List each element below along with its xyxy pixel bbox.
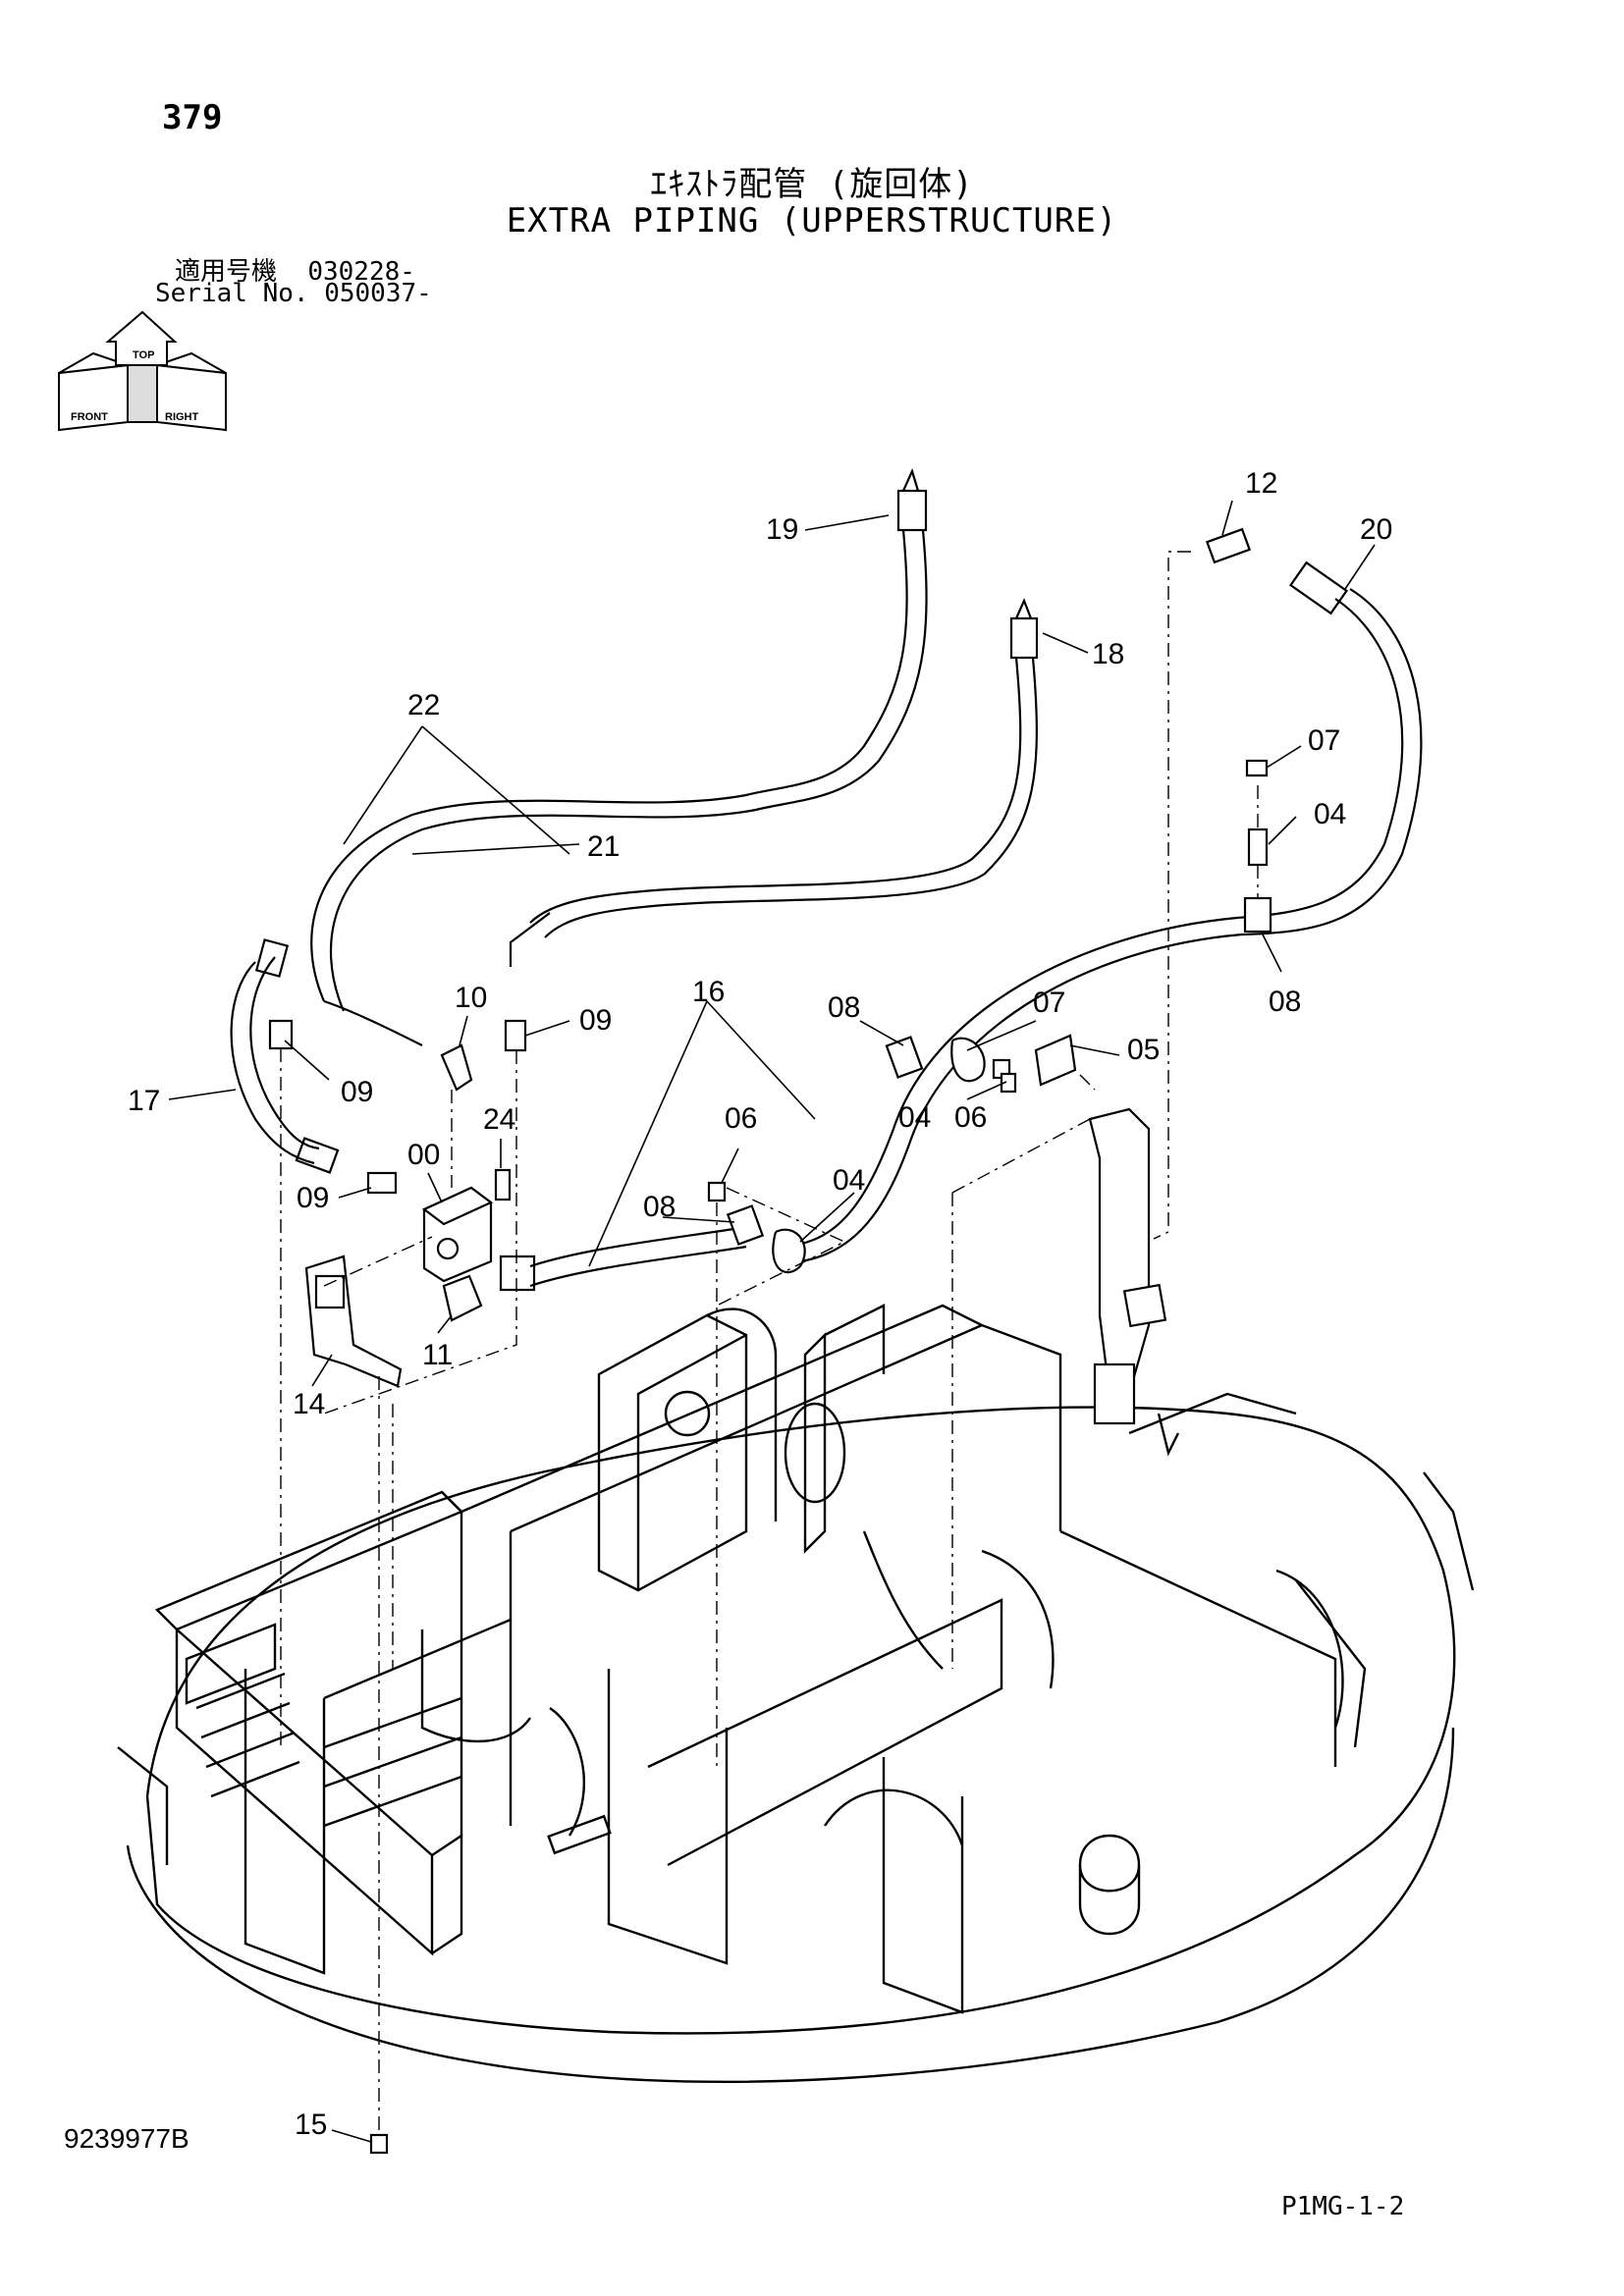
drawing-number: 9239977B <box>64 2123 189 2154</box>
upperstructure-frame <box>117 1304 1475 2084</box>
callout-06-mid: 06 <box>725 1102 758 1135</box>
serial-en-line: Serial No. 050037- <box>155 279 432 308</box>
callout-04-upper: 04 <box>1314 798 1347 830</box>
leader-lines <box>168 500 1376 2143</box>
page-number: 379 <box>162 98 223 137</box>
callout-09-lower: 09 <box>297 1182 330 1214</box>
callout-09-left: 09 <box>341 1076 374 1108</box>
callout-08-upper: 08 <box>1269 986 1302 1018</box>
serial-en-label: Serial No. <box>155 279 309 308</box>
hoses <box>230 467 1423 1292</box>
callout-12: 12 <box>1245 467 1278 500</box>
callout-18: 18 <box>1092 638 1125 670</box>
callout-09-mid: 09 <box>579 1004 613 1037</box>
title-english: EXTRA PIPING (UPPERSTRUCTURE) <box>506 201 1118 240</box>
serial-en-value: 050037- <box>324 279 432 308</box>
title-japanese: ｴｷｽﾄﾗ配管 (旋回体) <box>650 165 974 204</box>
callout-15: 15 <box>295 2109 328 2141</box>
sheet-code: P1MG-1-2 <box>1281 2192 1405 2221</box>
callout-19: 19 <box>766 513 799 546</box>
callout-05: 05 <box>1127 1034 1161 1066</box>
callout-04-mid: 04 <box>833 1164 866 1197</box>
serial-jp-label: 適用号機 <box>175 257 278 287</box>
callout-08-right: 08 <box>828 991 861 1024</box>
callout-04-right: 04 <box>898 1101 932 1134</box>
callout-17: 17 <box>128 1085 161 1117</box>
callout-07-upper: 07 <box>1308 724 1341 757</box>
orientation-right: RIGHT <box>165 411 199 423</box>
orientation-top: TOP <box>133 349 154 361</box>
callout-22: 22 <box>407 689 441 721</box>
callout-14: 14 <box>293 1388 326 1420</box>
orientation-front: FRONT <box>71 411 108 423</box>
callout-11: 11 <box>422 1339 454 1371</box>
callout-21: 21 <box>587 830 621 863</box>
alignment-lines <box>280 551 1259 2130</box>
callout-16: 16 <box>692 976 726 1008</box>
callout-24: 24 <box>483 1103 516 1136</box>
callout-07-right: 07 <box>1033 987 1066 1019</box>
components <box>268 527 1272 2155</box>
serial-jp-line: 適用号機 030228- <box>175 251 415 288</box>
serial-jp-value: 030228- <box>307 257 415 287</box>
callout-00: 00 <box>407 1139 441 1171</box>
callout-06-right: 06 <box>954 1101 988 1134</box>
callout-20: 20 <box>1360 513 1393 546</box>
callout-10: 10 <box>455 982 488 1014</box>
orientation-indicator: FRONT RIGHT TOP <box>58 310 227 432</box>
callout-08-mid: 08 <box>643 1191 677 1223</box>
